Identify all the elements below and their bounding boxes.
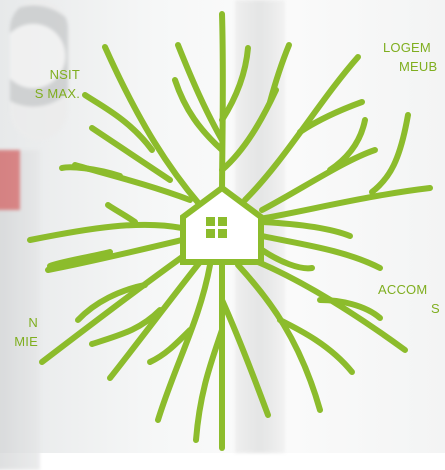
label-top-right-line1: LOGEM xyxy=(383,38,437,57)
label-left: N MIE xyxy=(0,313,38,351)
label-left-line1: N xyxy=(0,313,38,332)
label-top-left-line2: S MAX. xyxy=(0,84,80,103)
label-right: ACCOM S xyxy=(378,280,440,318)
label-top-left: NSIT S MAX. xyxy=(0,65,80,103)
label-top-right: LOGEM MEUB xyxy=(383,38,437,76)
label-left-line2: MIE xyxy=(0,332,38,351)
label-right-line1: ACCOM xyxy=(378,280,440,299)
label-right-line2: S xyxy=(378,299,440,318)
label-top-right-line2: MEUB xyxy=(383,57,437,76)
label-top-left-line1: NSIT xyxy=(0,65,80,84)
